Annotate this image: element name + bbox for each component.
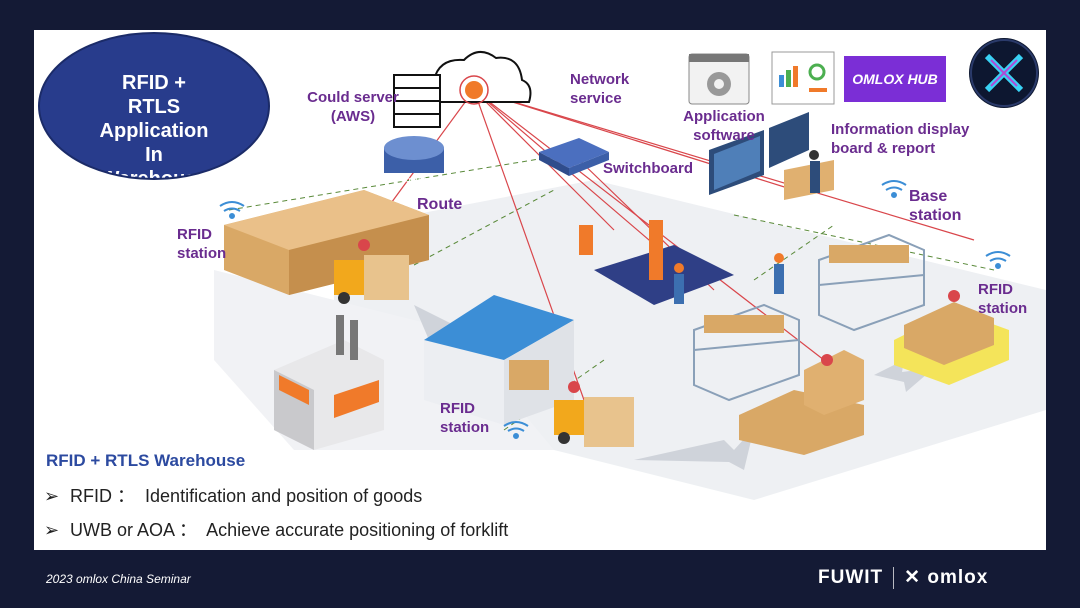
omlox-x-icon: ✕ [904,567,928,588]
cloud-server-label: Could server (AWS) [307,89,399,125]
route-label: Route [417,196,463,213]
switchboard-label: Switchboard [603,160,694,177]
bullet-sep: ： [179,520,198,540]
emblem-logo [969,38,1039,108]
oval-line: RFID + [122,72,186,94]
dashboard-app-icon [771,51,835,105]
rfid-station-right-label: RFID station [978,281,1028,317]
bullet-item: ➢ RFID ： Identification and position of g… [44,482,422,508]
shelves-right [818,233,925,332]
app-software-label: Application software [683,108,765,144]
info-display-label: Information display board & report [831,121,970,157]
omlox-logo: omlox [927,567,989,588]
wifi-icon-base [881,180,907,198]
workers [674,150,820,304]
oval-line: Warehouse [100,168,208,180]
flow-arrow [634,428,754,470]
section-title: RFID + RTLS Warehouse [46,451,246,470]
network-service-label: Network service [570,71,630,107]
footer-brands: FUWIT ✕ omlox [818,566,988,589]
router-icon: ROUTER [384,136,444,184]
brand-divider [893,566,895,589]
oval-line: In [145,144,163,166]
shelves-mid [693,303,800,402]
pallets-far-right [894,290,1009,385]
omlox-hub-logo: OMLOX HUB [844,56,946,102]
oval-line: Application [99,120,209,142]
conveyor [579,220,734,305]
switchboard-icon [539,138,609,176]
fuwit-logo: FUWIT [818,567,884,588]
factory [274,315,384,450]
bullet-term: RFID [70,486,112,506]
warehouse-illustration: ROUTER [214,51,1046,500]
wifi-icon-right [985,251,1011,269]
pallets-bottom-right [739,350,864,455]
gear-app-icon [688,53,750,105]
title-oval: RFID + RTLS Application In Warehouse [38,32,270,180]
arrow-bullet-icon: ➢ [44,486,60,506]
base-station-label: Base station [909,188,962,224]
bullet-term: UWB or AOA [70,520,175,540]
router-text: ROUTER [401,178,427,184]
wifi-icon-bottom [503,421,529,439]
bullet-text: Identification and position of goods [145,486,423,506]
oval-line: RTLS [127,96,181,118]
arrow-bullet-icon: ➢ [44,520,60,540]
rfid-station-left-label: RFID station [177,226,227,262]
footer-seminar: 2023 omlox China Seminar [46,572,191,586]
bullet-item: ➢ UWB or AOA ： Achieve accurate positioni… [44,516,508,542]
forklift-bottom [554,381,634,447]
rfid-station-bottom-label: RFID station [440,400,490,436]
bullet-sep: ： [117,486,136,506]
flow-arrow [874,360,934,392]
bullet-text: Achieve accurate positioning of forklift [206,520,509,540]
cloud-server-icon [393,51,532,128]
display-boards [709,112,834,200]
forklift-top [334,239,409,304]
wifi-icon-left [219,201,245,219]
slide: ROUTER [34,30,1046,550]
storage-tent [424,295,574,425]
